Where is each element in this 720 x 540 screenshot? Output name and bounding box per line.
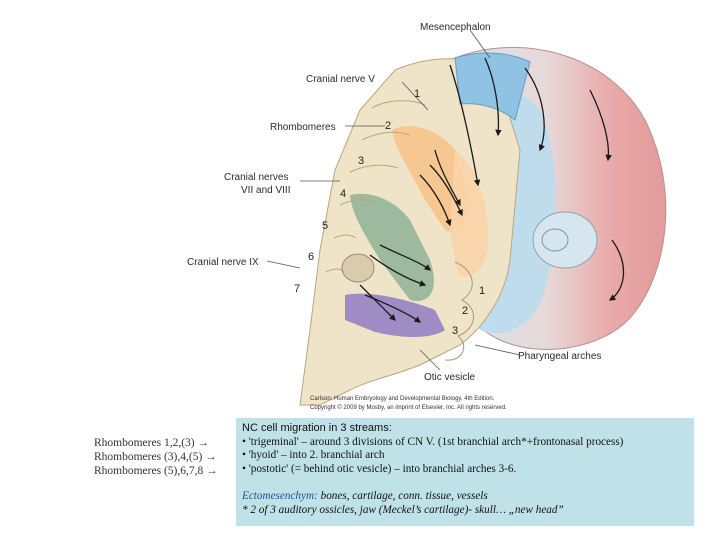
info-title: NC cell migration in 3 streams: [242, 422, 392, 434]
ectomesenchym-text: bones, cartilage, conn. tissue, vessels [317, 490, 488, 502]
hyoid-stream [350, 193, 434, 301]
cranial-nerves-vii-viii-label-line1: Cranial nerves [224, 172, 288, 183]
rhombomere-stream-item: Rhombomeres (3),4,(5) → [94, 451, 217, 463]
nc-migration-info-box: NC cell migration in 3 streams: • 'trige… [236, 418, 694, 526]
rhombomere-stream-item: Rhombomeres (5),6,7,8 → [94, 465, 218, 477]
arch-number-3: 3 [452, 325, 458, 337]
mesencephalon-region [454, 52, 531, 121]
rhombomere-stream-list: Rhombomeres 1,2,(3) → Rhombomeres (3),4,… [94, 436, 234, 478]
ectomesenchym-line: Ectomesenchym: bones, cartilage, conn. t… [242, 490, 688, 504]
footnote: * 2 of 3 auditory ossicles, jaw (Meckel’… [242, 503, 564, 516]
stream-bullet-postotic: • 'postotic' (= behind otic vesicle) – i… [242, 462, 517, 475]
embryo-diagram: Mesencephalon Cranial nerve V Rhombomere… [187, 22, 667, 411]
arch-number-2: 2 [462, 305, 468, 317]
rhombomere-number-4: 4 [340, 188, 346, 200]
figure-credit-line1: Carlson: Human Embryology and Developmen… [310, 396, 495, 402]
mesencephalon-label: Mesencephalon [420, 22, 491, 33]
rhombomere-number-2: 2 [385, 120, 391, 132]
optic-cup-inner [541, 228, 569, 252]
cranial-nerve-ix-label: Cranial nerve IX [187, 257, 259, 268]
cranial-nerve-v-label: Cranial nerve V [306, 74, 375, 85]
cranial-nerves-vii-viii-label-line2: VII and VIII [241, 185, 290, 196]
arch-number-1: 1 [479, 285, 485, 297]
leader-lines [266, 29, 521, 371]
ectomesenchym-term: Ectomesenchym: [242, 490, 318, 502]
figure-credit-line2: Copyright © 2009 by Mosby, an imprint of… [310, 404, 507, 411]
rhombomere-separators [325, 100, 426, 273]
pharyngeal-arches-label: Pharyngeal arches [518, 351, 601, 362]
arch-one-region [450, 150, 489, 277]
migration-arrows [359, 57, 625, 323]
pharyngeal-arch-bumps [444, 261, 474, 361]
rhombomere-number-1: 1 [414, 88, 420, 100]
rhombomere-number-5: 5 [322, 220, 328, 232]
otic-vesicle-label: Otic vesicle [424, 372, 476, 383]
otic-vesicle-shape [341, 253, 375, 283]
rhombomere-number-3: 3 [358, 155, 364, 167]
trigeminal-stream [392, 126, 470, 232]
rhombomere-stream-item: Rhombomeres 1,2,(3) → [94, 437, 209, 449]
rhombomere-number-6: 6 [308, 251, 314, 263]
rhombomeres-label: Rhombomeres [270, 122, 336, 133]
rhombomere-number-7: 7 [294, 283, 300, 295]
stream-bullet-trigeminal: • 'trigeminal' – around 3 divisions of C… [242, 435, 624, 448]
stream-bullet-hyoid: • 'hyoid' – into 2. branchial arch [242, 449, 385, 461]
optic-vesicle [532, 211, 598, 269]
